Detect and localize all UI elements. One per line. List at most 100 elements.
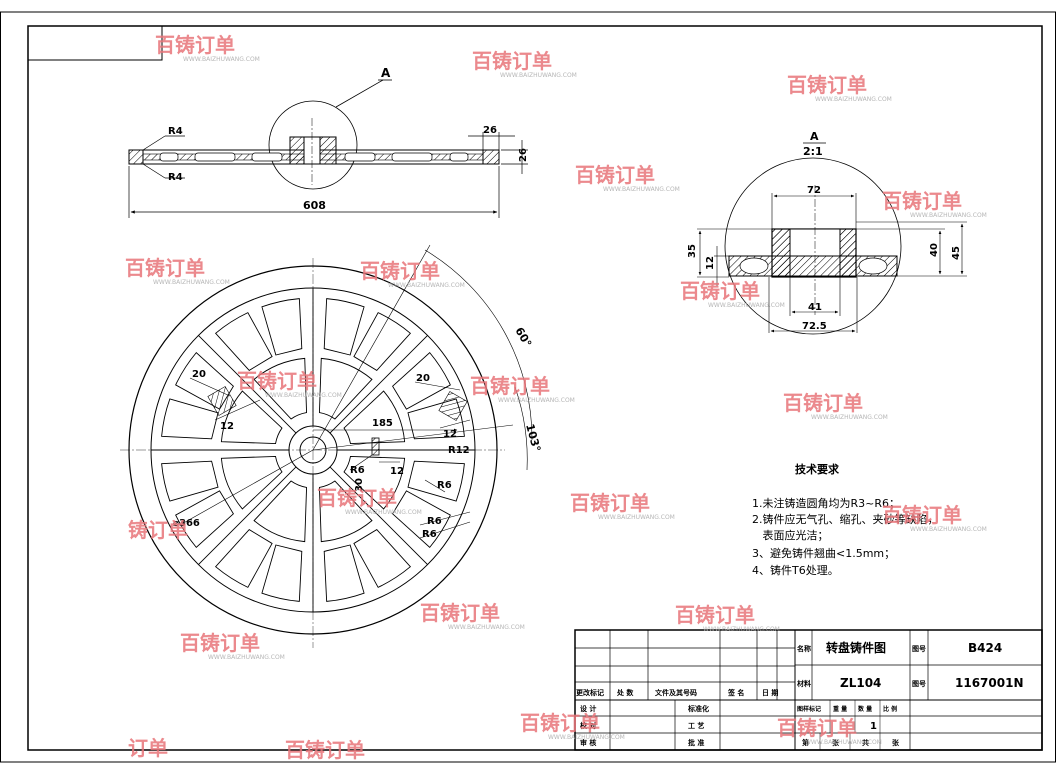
- watermark-url: WWW.BAIZHUWANG.COM: [603, 186, 680, 193]
- spoke-line: [329, 466, 428, 565]
- outer-window: [392, 351, 451, 410]
- inner-window: [253, 480, 308, 543]
- watermark-url: WWW.BAIZHUWANG.COM: [811, 414, 888, 421]
- outer-window: [261, 298, 303, 356]
- watermark-url: WWW.BAIZHUWANG.COM: [815, 96, 892, 103]
- inner-window: [318, 480, 373, 543]
- dia-366: ⌀366: [173, 518, 200, 529]
- watermark-brand: 百铸订单: [777, 716, 857, 740]
- watermark-url: WWW.BAIZHUWANG.COM: [910, 212, 987, 219]
- watermark-partial: 订单: [128, 736, 168, 760]
- side-section-view: A R4 R4 608: [128, 66, 529, 218]
- watermark-url: WWW.BAIZHUWANG.COM: [703, 626, 780, 633]
- watermark-brand: 百铸订单: [680, 279, 760, 303]
- outer-window: [392, 490, 451, 549]
- spoke-line: [198, 466, 297, 565]
- drawing-code: B424: [968, 641, 1002, 655]
- watermark-url: WWW.BAIZHUWANG.COM: [598, 514, 675, 521]
- spoke-line: [329, 335, 428, 434]
- outer-window: [407, 460, 465, 502]
- watermark-partial: 铸订单: [128, 518, 188, 542]
- outer-window: [214, 529, 273, 588]
- svg-text:重 量: 重 量: [833, 705, 847, 713]
- dim-12-left: 12: [220, 421, 234, 432]
- inner-window: [220, 455, 283, 510]
- r6-right-2: R6: [427, 516, 442, 527]
- dim-26-h: 26: [518, 148, 529, 162]
- tech-item-5: 4、铸件T6处理。: [752, 563, 839, 577]
- svg-text:比 例: 比 例: [883, 705, 897, 713]
- outer-window: [161, 460, 219, 502]
- code-label: 图号: [912, 644, 926, 653]
- outer-window: [261, 544, 303, 602]
- dim-20-left: 20: [192, 369, 206, 380]
- svg-text:更改标记: 更改标记: [576, 688, 604, 697]
- watermark-brand: 百铸订单: [787, 73, 867, 97]
- outer-window: [323, 298, 365, 356]
- watermark-brand: 百铸订单: [317, 486, 397, 510]
- outer-window: [353, 312, 412, 371]
- inner-window: [318, 357, 373, 420]
- technical-requirements: 技术要求 1.未注铸造圆角均为R3~R6； 2.铸件应无气孔、缩孔、夹砂等缺陷，…: [752, 462, 939, 577]
- dim-12-detail: 12: [705, 256, 716, 270]
- svg-text:校 对: 校 对: [580, 721, 596, 730]
- svg-text:图样标记: 图样标记: [797, 705, 821, 713]
- title-block-text: 名称 转盘铸件图 图号 B424 材料 ZL104 图号 1167001N 更改…: [576, 640, 1024, 747]
- watermark-brand: 百铸订单: [570, 491, 650, 515]
- outer-window: [323, 544, 365, 602]
- r6-right-3: R6: [422, 529, 437, 540]
- watermark-url: WWW.BAIZHUWANG.COM: [548, 734, 625, 741]
- tech-item-1: 1.未注铸造圆角均为R3~R6；: [752, 496, 900, 510]
- svg-text:工 艺: 工 艺: [688, 721, 704, 730]
- dim-72-5: 72.5: [802, 321, 827, 332]
- part-name: 转盘铸件图: [826, 640, 886, 655]
- watermark-url: WWW.BAIZHUWANG.COM: [208, 654, 285, 661]
- inner-window: [343, 390, 406, 445]
- watermark-brand: 百铸订单: [360, 259, 440, 283]
- dim-20-right: 20: [416, 373, 430, 384]
- svg-text:文件及其号码: 文件及其号码: [655, 688, 697, 697]
- watermark-url: WWW.BAIZHUWANG.COM: [805, 739, 882, 746]
- dim-45: 45: [951, 246, 962, 260]
- svg-text:张: 张: [832, 738, 840, 747]
- r4-top-label: R4: [168, 126, 183, 137]
- svg-text:第: 第: [802, 738, 809, 747]
- watermark-brand: 百铸订单: [470, 374, 550, 398]
- number-label: 图号: [912, 679, 926, 688]
- watermark-url: WWW.BAIZHUWANG.COM: [498, 397, 575, 404]
- r6-right-1: R6: [437, 480, 452, 491]
- dim-12-keyway: 12: [390, 466, 404, 477]
- watermark-brand: 百铸订单: [472, 49, 552, 73]
- watermark-brand: 百铸订单: [180, 631, 260, 655]
- inner-window: [253, 357, 308, 420]
- watermark-url: WWW.BAIZHUWANG.COM: [910, 526, 987, 533]
- detail-a-circle: [268, 100, 358, 190]
- rib-windows: [161, 298, 465, 602]
- inner-window: [343, 455, 406, 510]
- dim-12-right: 12: [443, 429, 457, 440]
- r12-label: R12: [448, 445, 470, 456]
- svg-text:张: 张: [892, 738, 900, 747]
- spoke-line: [198, 335, 297, 434]
- name-label: 名称: [797, 644, 811, 653]
- watermark-url: WWW.BAIZHUWANG.COM: [708, 302, 785, 309]
- view-a-label: A: [381, 66, 391, 80]
- dim-30: 30: [354, 478, 365, 492]
- watermark-brand: 百铸订单: [783, 391, 863, 415]
- dim-608: 608: [303, 199, 326, 212]
- watermark-url: WWW.BAIZHUWANG.COM: [345, 509, 422, 516]
- detail-a-view: A 2:1 72 41 72.5 35 12: [687, 130, 967, 335]
- watermark-brand: 百铸订单: [155, 33, 235, 57]
- svg-text:标准化: 标准化: [687, 704, 709, 713]
- dim-26-w: 26: [483, 125, 497, 136]
- svg-text:数 量: 数 量: [858, 705, 872, 713]
- inner-window: [220, 390, 283, 445]
- angle-60: 60°: [512, 325, 534, 350]
- section-scale: 2:1: [803, 145, 823, 158]
- watermark-url: WWW.BAIZHUWANG.COM: [153, 279, 230, 286]
- plan-view: 60° 103° 20 12 20 12 185 R12 R6 12 30 R6…: [120, 244, 543, 648]
- drawing-number: 1167001N: [955, 676, 1024, 690]
- watermark-url: WWW.BAIZHUWANG.COM: [448, 624, 525, 631]
- dim-40: 40: [929, 243, 940, 257]
- svg-text:日 期: 日 期: [762, 688, 778, 697]
